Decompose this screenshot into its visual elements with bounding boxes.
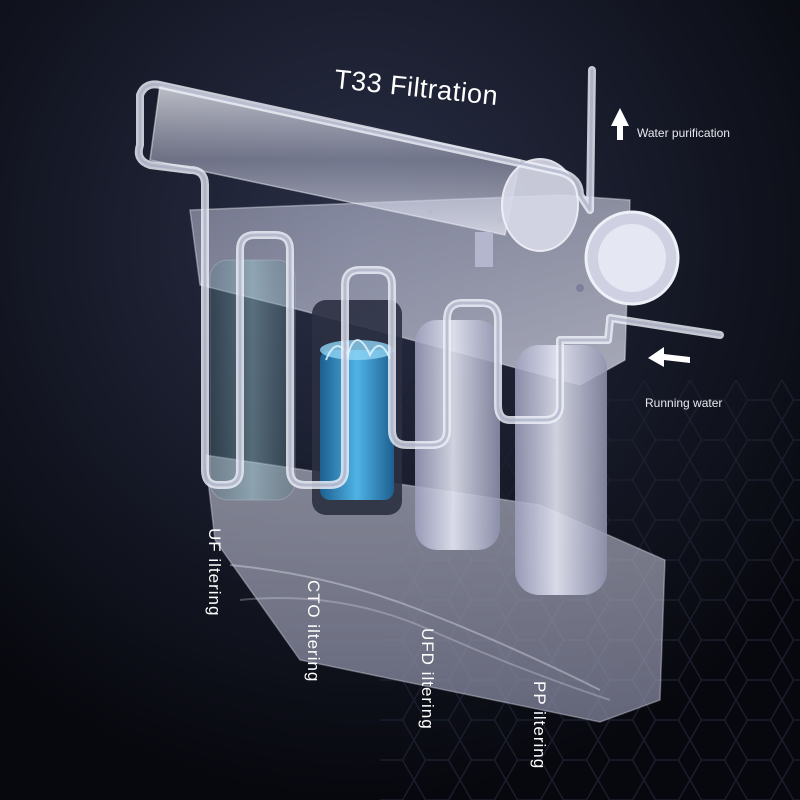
- ufd-cartridge: [415, 320, 500, 550]
- uf-stage-label: UF iltering: [205, 528, 224, 617]
- cto-stage-label: CTO iltering: [304, 580, 323, 683]
- pp-cartridge: [515, 345, 607, 595]
- ufd-stage-label: UFD iltering: [418, 628, 437, 730]
- pressure-gauge: [584, 210, 680, 306]
- flow-pipe-core: [137, 68, 722, 487]
- uf-cartridge: [209, 259, 296, 501]
- arrow-left-icon: [648, 347, 690, 367]
- arrow-up-icon: [611, 108, 629, 140]
- running-water-label: Running water: [645, 396, 723, 410]
- pp-stage-label: PP iltering: [530, 681, 549, 770]
- water-purification-label: Water purification: [637, 126, 730, 140]
- cto-cartridge: [312, 300, 402, 515]
- top-membrane-tube: [149, 84, 579, 267]
